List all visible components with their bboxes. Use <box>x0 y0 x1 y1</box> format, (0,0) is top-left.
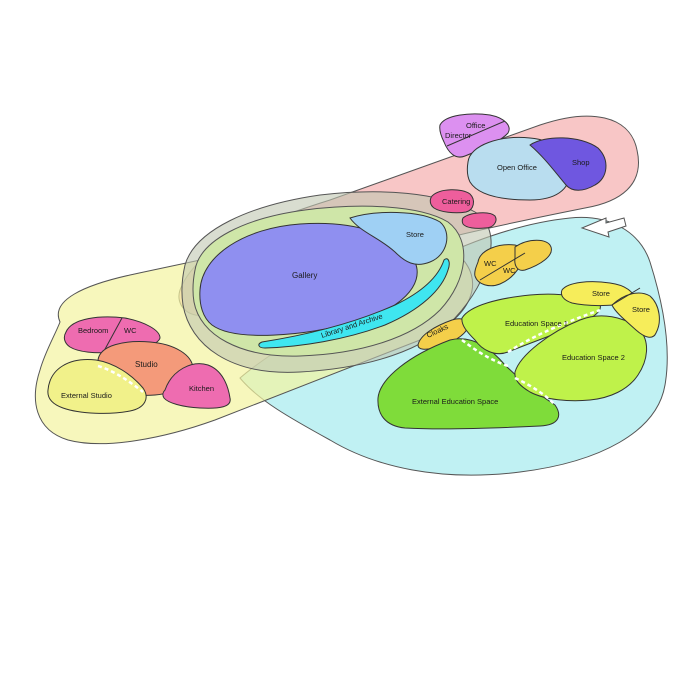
education-dashed-edge-3 <box>507 308 601 354</box>
education-dashed-edge-2 <box>514 376 556 406</box>
library-space <box>258 258 450 349</box>
gallery-space <box>199 222 418 336</box>
office-label: Office <box>466 121 485 130</box>
director-label: Director <box>445 131 472 140</box>
entrance-arrow-icon <box>580 217 627 238</box>
gallery-store <box>349 211 448 265</box>
store-label-1: Store <box>592 289 610 298</box>
wc-divider <box>479 252 526 281</box>
external-studio-space <box>47 359 147 414</box>
open-office-label: Open Office <box>497 163 537 172</box>
wc-label-1: WC <box>484 259 497 268</box>
studio-label: Studio <box>135 360 158 369</box>
kitchen-space <box>162 363 231 409</box>
external-studio-dashed-edge <box>97 364 144 393</box>
catering-space <box>429 189 474 214</box>
external-education-space <box>377 338 560 430</box>
wc-label-2: WC <box>503 266 516 275</box>
education-space-2-label: Education Space 2 <box>562 353 625 362</box>
bedroom-divider <box>103 317 123 352</box>
gallery-label: Gallery <box>292 271 317 280</box>
wc-space-2 <box>514 239 552 271</box>
shop-space <box>529 137 607 191</box>
external-education-space-label: External Education Space <box>412 397 498 406</box>
bedroom-label: Bedroom <box>78 326 108 335</box>
edu-store-divider <box>611 287 641 306</box>
store-label-2: Store <box>632 305 650 314</box>
education-space-2 <box>514 315 647 402</box>
store-label: Store <box>406 230 424 239</box>
edu-store-2 <box>611 292 660 338</box>
kitchen-label: Kitchen <box>189 384 214 393</box>
shop-label: Shop <box>572 158 590 167</box>
catering-space-small <box>461 212 497 229</box>
external-studio-label: External Studio <box>61 391 112 400</box>
office-divider <box>446 120 506 147</box>
wc-bedroom-label: WC <box>124 326 137 335</box>
catering-label: Catering <box>442 197 470 206</box>
education-space-1-label: Education Space 1 <box>505 319 568 328</box>
